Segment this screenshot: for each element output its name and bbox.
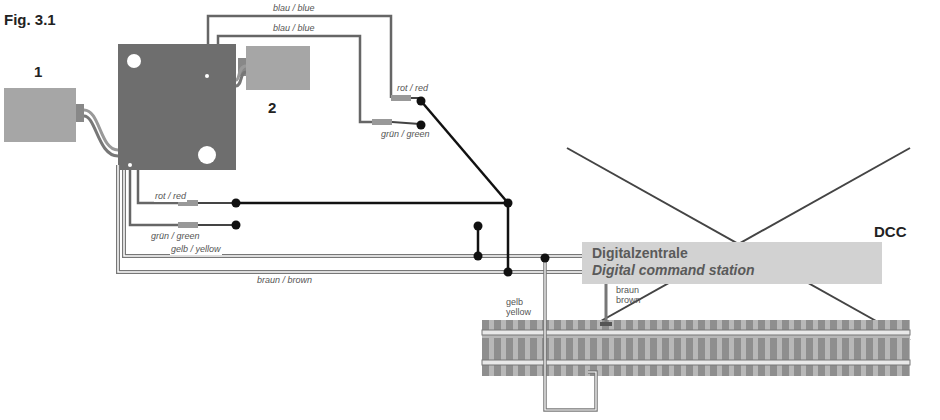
wire-label: gelb / yellow: [170, 245, 222, 255]
wire-label: braun / brown: [256, 276, 313, 286]
wire-label: blau / blue: [272, 24, 316, 34]
station-text: Digital command station: [592, 262, 872, 279]
wire-label: grün / green: [150, 232, 201, 242]
figure-number: Fig. 3.1: [4, 12, 56, 29]
command-station-box: DigitalzentraleDigital command station: [582, 242, 882, 284]
wire-label: braun brown: [616, 286, 652, 306]
callout-number: 1: [34, 64, 42, 81]
wire-label: rot / red: [396, 84, 429, 94]
wire-label: grün / green: [380, 130, 431, 140]
wire-label: blau / blue: [272, 4, 316, 14]
wire-label: rot / red: [154, 192, 187, 202]
callout-number: 2: [268, 100, 276, 117]
station-text: Digitalzentrale: [592, 245, 872, 262]
system-label: DCC: [874, 224, 907, 241]
wire-label: gelb yellow: [506, 298, 542, 318]
